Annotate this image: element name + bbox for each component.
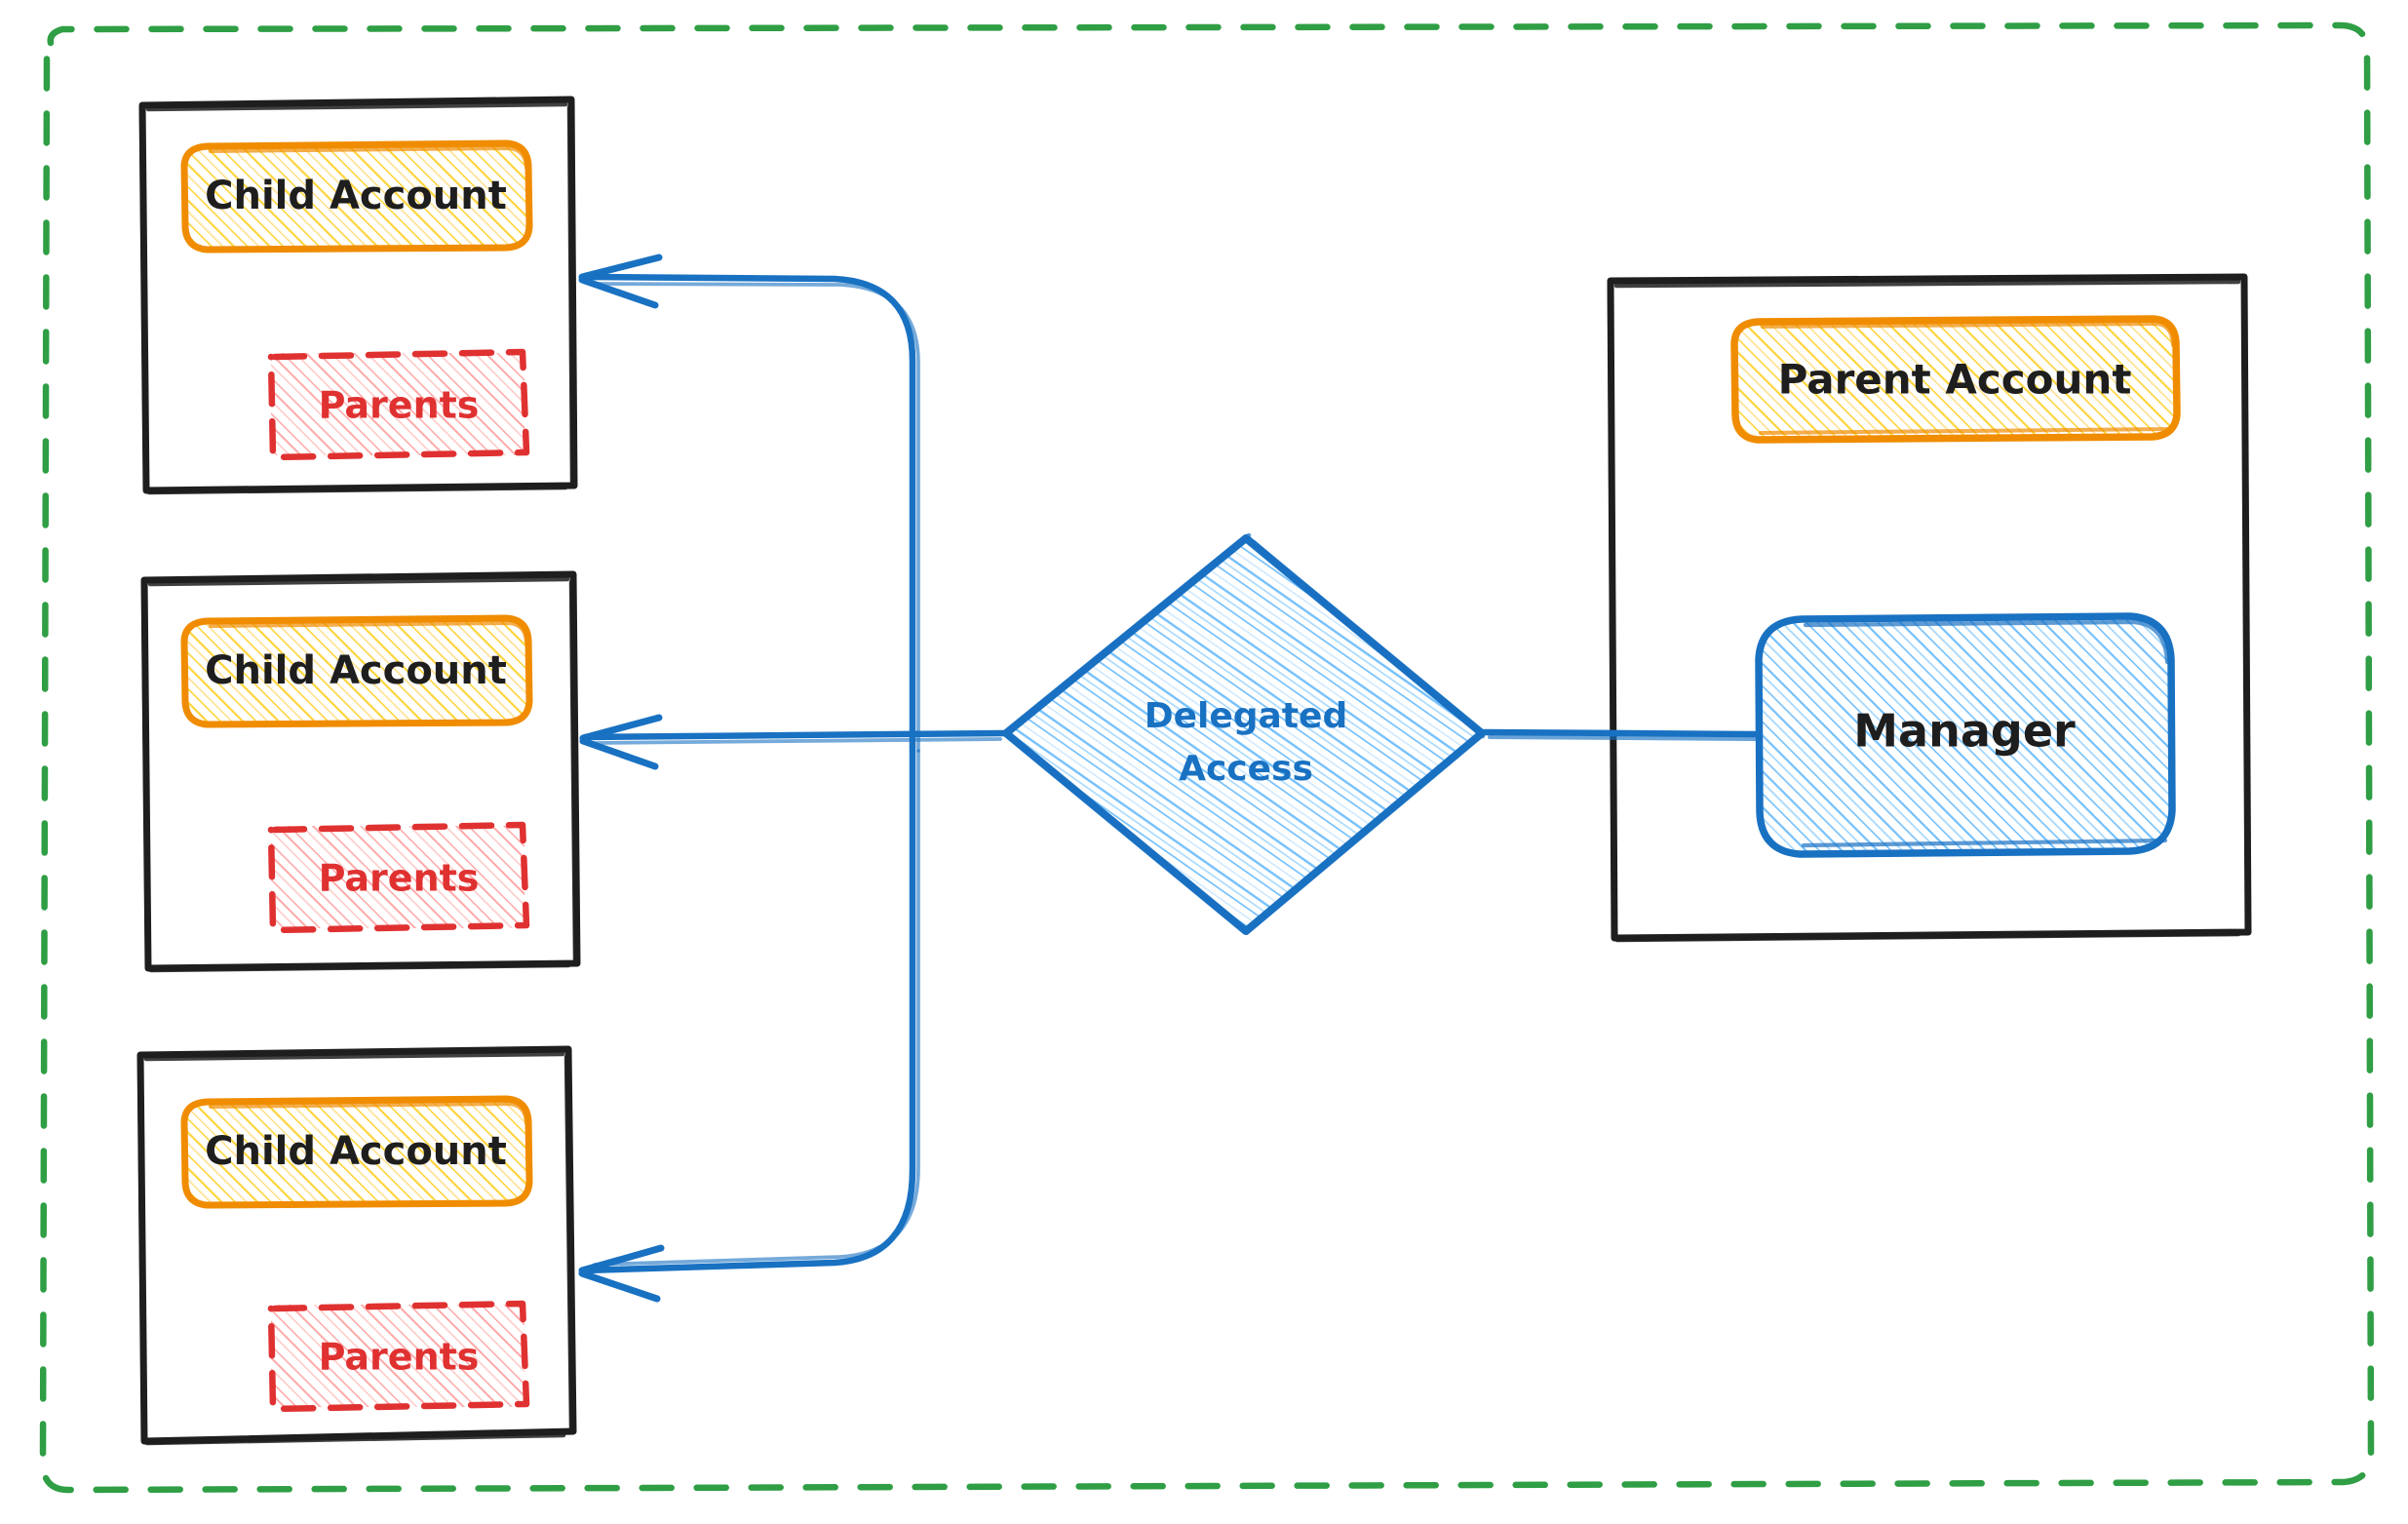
manager-box[interactable]: Manager	[1755, 612, 2176, 858]
child-account-container-2[interactable]: Child Account Parents	[140, 570, 581, 973]
connector-delegated-to-child-3	[578, 743, 920, 1303]
delegated-access-diamond[interactable]: Delegated Access	[1002, 532, 1486, 935]
parents-box-2[interactable]: Parents	[267, 821, 530, 934]
child-account-container-1[interactable]: Child Account Parents	[138, 96, 578, 495]
parent-account-box[interactable]: Parent Account	[1730, 315, 2181, 444]
connector-manager-to-delegated-access	[1480, 728, 1763, 741]
connector-delegated-to-child-1	[578, 254, 920, 753]
child-account-box-1[interactable]: Child Account	[180, 139, 533, 254]
parents-box-3[interactable]: Parents	[267, 1300, 530, 1413]
connector-delegated-to-child-2	[579, 714, 1008, 770]
parents-box-1[interactable]: Parents	[267, 348, 530, 461]
parent-account-container[interactable]: Parent Account Manager	[1607, 273, 2252, 943]
organization-boundary	[39, 21, 2375, 1494]
child-account-box-2[interactable]: Child Account	[180, 614, 533, 728]
child-account-container-3[interactable]: Child Account Parents	[136, 1045, 577, 1446]
child-account-box-3[interactable]: Child Account	[180, 1095, 533, 1209]
